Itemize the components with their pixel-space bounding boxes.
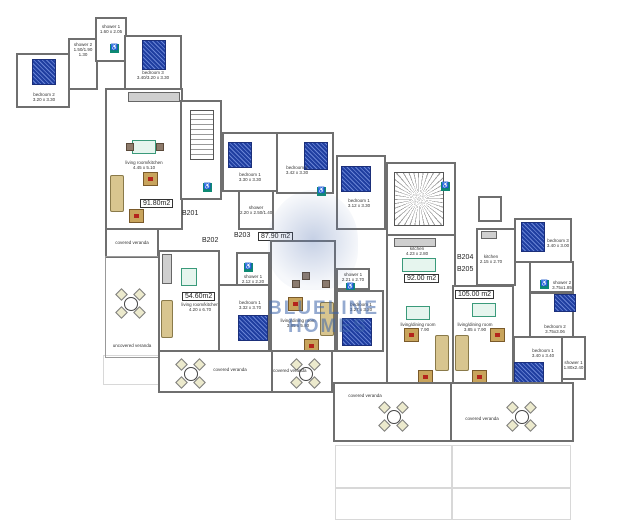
- accessibility-icon: ♿: [346, 283, 355, 292]
- room-label: covered veranda: [465, 416, 499, 421]
- unit-id-label: B201: [182, 210, 199, 217]
- armchair-icon: [288, 297, 303, 311]
- bed-icon: [228, 142, 252, 168]
- dining-table-icon: [181, 268, 197, 286]
- watermark-tree-icon: [268, 190, 358, 290]
- site-outline-right-vdivider: [451, 445, 453, 520]
- site-outline-right-divider: [335, 487, 571, 489]
- room-b205-shower-2: [529, 261, 574, 293]
- watermark-text: BLUELINE: [268, 298, 379, 319]
- sofa-icon: [110, 175, 124, 212]
- unit-id-label: B205: [457, 266, 474, 273]
- accessibility-icon: ♿: [244, 263, 253, 272]
- chair-icon: [292, 280, 300, 288]
- armchair-icon: [404, 328, 419, 342]
- dining-table-icon: [406, 306, 430, 320]
- dining-table-icon: [402, 258, 436, 272]
- spiral-staircase-icon: [394, 172, 444, 226]
- room-label: covered veranda: [348, 393, 382, 398]
- unit-area-badge: 105.00 m2: [455, 290, 495, 299]
- chair-icon: [322, 280, 330, 288]
- accessibility-icon: ♿: [203, 183, 212, 192]
- kitchen-counter: [162, 254, 172, 284]
- armchair-icon: [129, 209, 144, 223]
- accessibility-icon: ♿: [540, 280, 549, 289]
- outdoor-table-icon: [115, 288, 146, 319]
- bed-icon: [554, 294, 576, 312]
- bed-icon: [342, 318, 372, 346]
- sofa-icon: [435, 335, 449, 371]
- armchair-icon: [490, 328, 505, 342]
- unit-area-badge: 91.80m2: [140, 199, 174, 208]
- site-outline-right: [335, 445, 571, 520]
- outdoor-table-icon: [506, 401, 537, 432]
- unit-id-label: B204: [457, 254, 474, 261]
- room-b201-shower-2: [68, 38, 98, 90]
- kitchen-counter: [128, 92, 180, 102]
- outdoor-table-icon: [290, 358, 321, 389]
- sofa-icon: [455, 335, 469, 371]
- chair-icon: [126, 143, 134, 151]
- kitchen-counter: [394, 238, 436, 247]
- bed-icon: [341, 166, 371, 192]
- accessibility-icon: ♿: [441, 182, 450, 191]
- kitchen-counter: [481, 231, 497, 239]
- sofa-icon: [161, 300, 173, 338]
- bed-icon: [142, 40, 166, 70]
- sofa-icon: [320, 302, 334, 336]
- room-b205-shower-1: [561, 336, 586, 380]
- unit-id-label: B202: [202, 237, 219, 244]
- b205-fridge-niche: [478, 196, 502, 222]
- chair-icon: [156, 143, 164, 151]
- bed-icon: [521, 222, 545, 252]
- accessibility-icon: ♿: [110, 44, 119, 53]
- room-label: covered veranda: [213, 367, 247, 372]
- room-label: covered veranda: [273, 368, 307, 373]
- dining-table-icon: [472, 303, 496, 317]
- b201-covered-veranda: [105, 228, 159, 258]
- armchair-icon: [143, 172, 158, 186]
- dining-table-icon: [132, 140, 156, 154]
- accessibility-icon: ♿: [317, 187, 326, 196]
- outdoor-table-icon: [175, 358, 206, 389]
- bed-icon: [32, 59, 56, 85]
- bed-icon: [238, 315, 268, 341]
- outdoor-table-icon: [378, 401, 409, 432]
- staircase-icon: [190, 110, 214, 160]
- room-label: uncovered veranda: [112, 343, 152, 348]
- unit-area-badge: 92.00 m2: [404, 274, 440, 283]
- bed-icon: [304, 142, 328, 170]
- unit-area-badge: 54.60m2: [182, 292, 216, 301]
- b204-covered-veranda: [333, 382, 452, 442]
- unit-id-label: B203: [234, 232, 251, 239]
- room-b203-shower: [238, 190, 274, 230]
- watermark-text: HOMES: [288, 316, 368, 337]
- room-label: covered veranda: [115, 240, 149, 245]
- chair-icon: [302, 272, 310, 280]
